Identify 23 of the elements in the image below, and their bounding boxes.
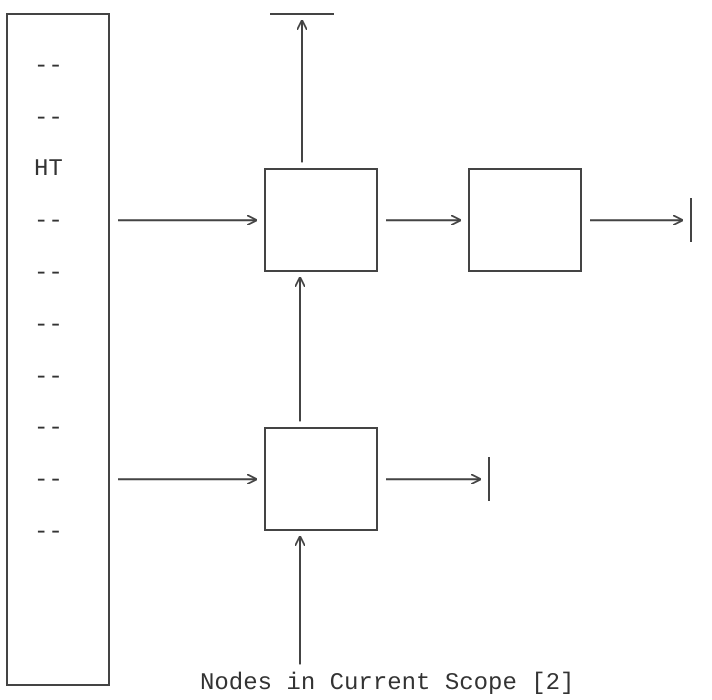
slot-marker: --: [34, 467, 63, 496]
table-label: HT: [34, 156, 63, 184]
slot-marker: --: [34, 364, 63, 392]
node-box: [468, 168, 582, 272]
scope-text: Nodes in Current Scope [2]: [200, 670, 574, 698]
slot-marker: --: [34, 260, 63, 288]
hash-table-box: [6, 13, 110, 686]
slot-marker: --: [34, 415, 63, 444]
arrow: [294, 535, 306, 664]
node-box: [264, 168, 378, 272]
arrow: [294, 276, 306, 422]
arrow: [118, 473, 258, 486]
slot-marker: --: [34, 52, 63, 81]
slot-marker: --: [34, 208, 63, 236]
arrow: [386, 214, 462, 226]
node-box: [264, 427, 378, 531]
arrow: [386, 473, 482, 486]
arrow: [118, 214, 258, 226]
slot-marker: --: [34, 519, 63, 547]
arrow: [590, 214, 684, 226]
slot-marker: --: [34, 104, 63, 133]
arrow: [296, 19, 308, 162]
slot-marker: --: [34, 312, 63, 340]
